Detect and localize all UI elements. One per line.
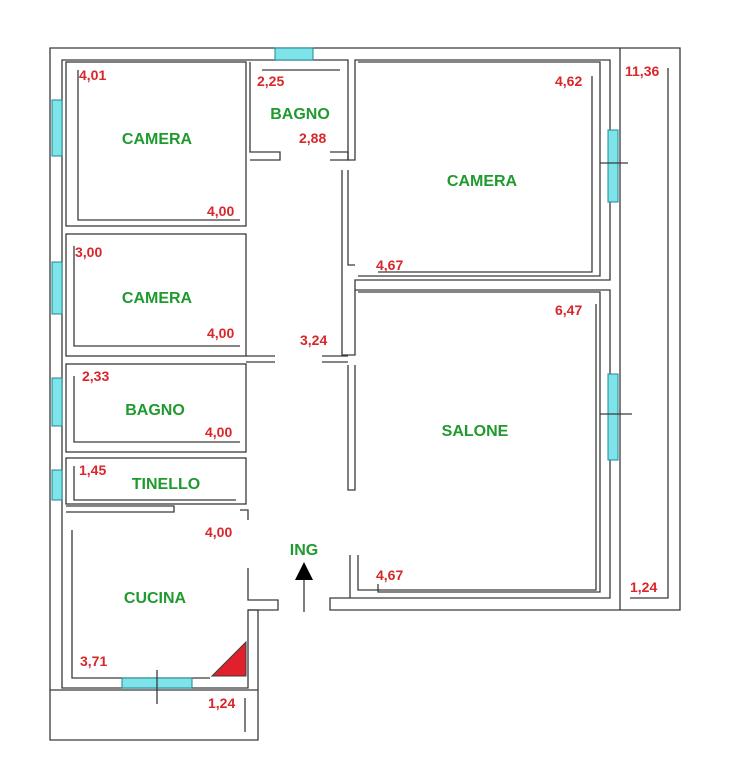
room-label-tinello: TINELLO xyxy=(132,476,200,493)
dim-salone-width: 4,67 xyxy=(376,567,403,583)
bagno-1-right xyxy=(330,151,349,161)
window-camera-3 xyxy=(51,261,63,315)
dim-bagno-1-height: 2,88 xyxy=(299,130,326,146)
camera-1-walls xyxy=(65,61,247,227)
cucina-walls xyxy=(66,505,175,513)
camera-1-inner xyxy=(77,70,240,221)
camera-2-walls xyxy=(358,61,601,277)
salone-walls xyxy=(358,291,601,593)
stairs-icon xyxy=(210,640,247,677)
bagno-2-inner xyxy=(73,376,240,443)
window-bagno-2 xyxy=(51,377,63,427)
dim-camera-3-width: 4,00 xyxy=(207,325,234,341)
dim-tinello-width: 4,00 xyxy=(205,524,232,540)
dimension-labels: 4,01 4,00 2,25 2,88 4,62 4,67 3,00 4,00 … xyxy=(75,63,659,711)
window-camera-1 xyxy=(51,99,63,157)
room-label-bagno-2: BAGNO xyxy=(125,402,185,419)
windows xyxy=(51,47,632,704)
dim-corridor-length: 3,24 xyxy=(300,332,327,348)
dim-camera-3-height: 3,00 xyxy=(75,244,102,260)
outer-walls xyxy=(49,47,681,741)
room-label-bagno-1: BAGNO xyxy=(270,106,330,123)
room-label-camera-3: CAMERA xyxy=(122,290,193,307)
dim-camera-2-width: 4,67 xyxy=(376,257,403,273)
dim-bagno-1-width: 2,25 xyxy=(257,73,284,89)
dim-camera-2-height: 4,62 xyxy=(555,73,582,89)
room-label-salone: SALONE xyxy=(442,423,509,440)
interior-walls xyxy=(65,61,601,679)
balcony-right-inner xyxy=(630,68,669,599)
corridor-divider xyxy=(347,170,355,266)
room-label-camera-1: CAMERA xyxy=(122,131,193,148)
window-camera-2 xyxy=(607,129,619,203)
room-label-ingresso: ING xyxy=(290,542,318,559)
dim-balcony-right-length: 11,36 xyxy=(625,63,659,79)
corridor-right xyxy=(347,365,356,491)
salone-inner-2 xyxy=(357,304,597,591)
camera-3-inner xyxy=(73,246,240,347)
dim-balcony-bottom-width: 1,24 xyxy=(208,695,235,711)
bagno-2-walls xyxy=(65,363,247,453)
dim-camera-1-height: 4,01 xyxy=(79,67,106,83)
cucina-side xyxy=(240,509,249,520)
window-salone xyxy=(607,373,619,461)
dim-cucina-height: 3,71 xyxy=(80,653,107,669)
bagno-1-walls xyxy=(249,62,281,161)
room-label-camera-2: CAMERA xyxy=(447,173,518,190)
entry-arrow-icon xyxy=(295,562,313,612)
camera-2-inner xyxy=(378,76,593,273)
dim-bagno-2-width: 4,00 xyxy=(205,424,232,440)
dim-balcony-right-width: 1,24 xyxy=(630,579,657,595)
tinello-inner xyxy=(73,466,236,501)
dim-tinello-height: 1,45 xyxy=(79,462,106,478)
window-tinello xyxy=(51,469,63,501)
dim-bagno-2-height: 2,33 xyxy=(82,368,109,384)
dim-camera-1-width: 4,00 xyxy=(207,203,234,219)
corridor-left-upper xyxy=(341,170,356,356)
cucina-right xyxy=(247,568,279,611)
tinello-walls xyxy=(65,457,247,505)
outer-wall-main xyxy=(49,47,681,741)
camera-3-walls xyxy=(65,233,247,357)
room-label-cucina: CUCINA xyxy=(124,590,187,607)
dim-salone-height: 6,47 xyxy=(555,302,582,318)
window-top xyxy=(274,47,314,61)
room-labels: CAMERA BAGNO CAMERA CAMERA BAGNO TINELLO… xyxy=(122,106,518,607)
